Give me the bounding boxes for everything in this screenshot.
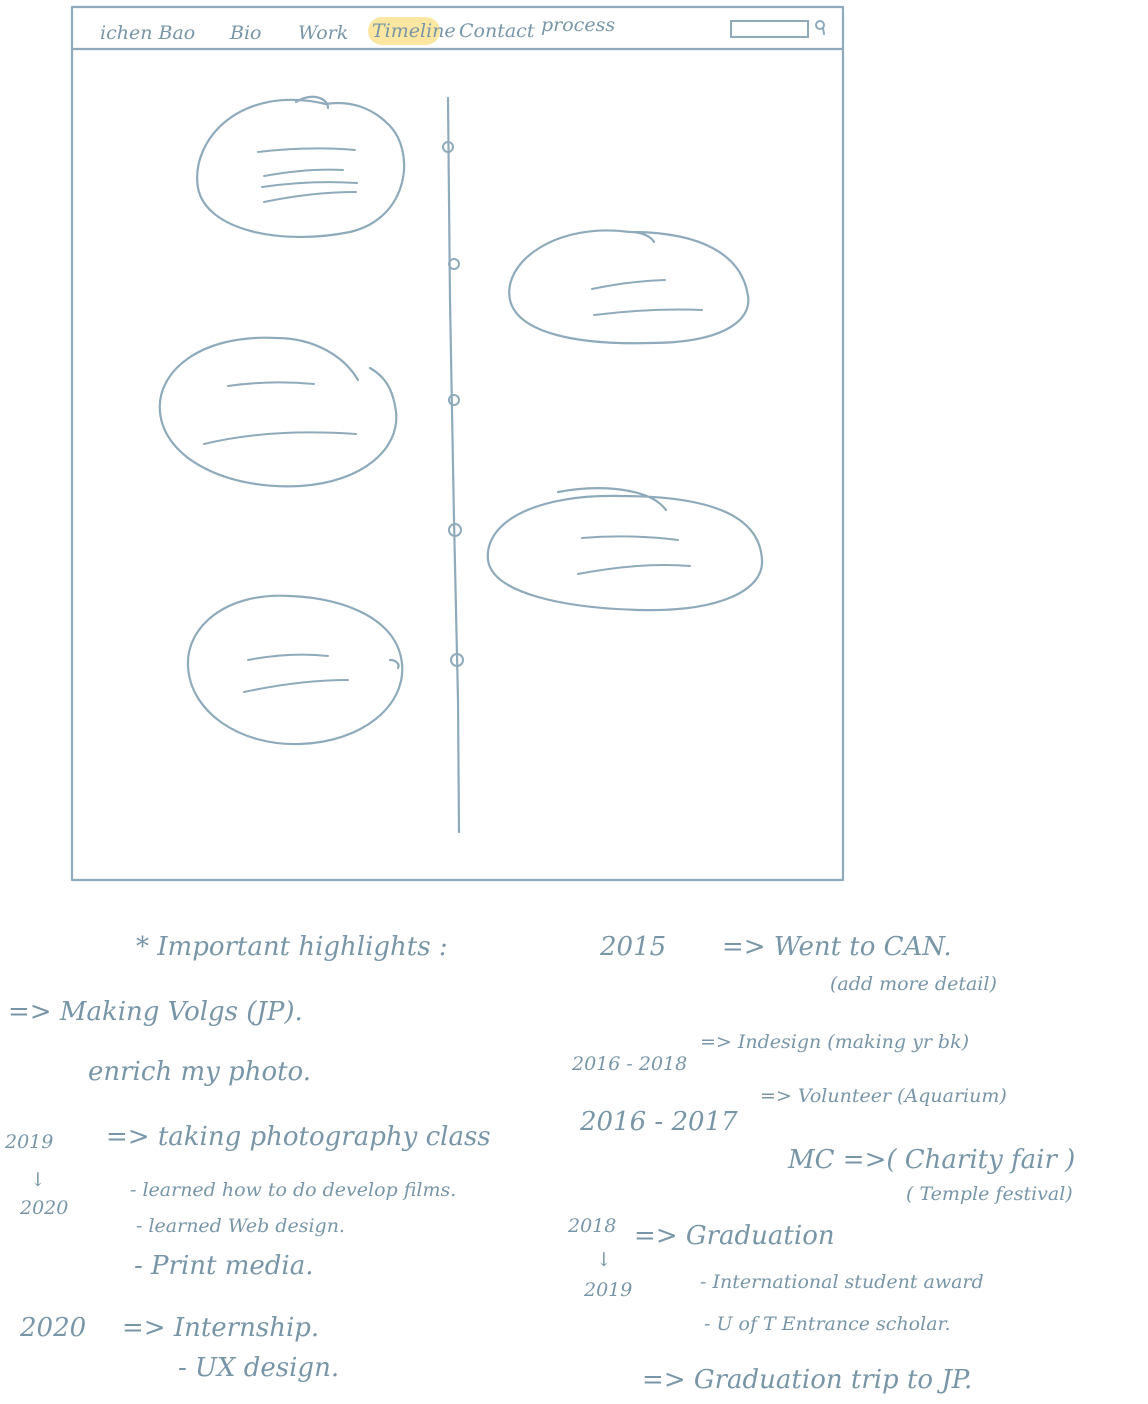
note-grad-text: => Graduation: [634, 1221, 835, 1251]
note-mc: MC =>( Charity fair ): [787, 1145, 1075, 1175]
note-photo-item-2: - learned Web design.: [136, 1215, 345, 1237]
timeline-markers: [442, 141, 464, 667]
note-internship-text: => Internship.: [122, 1313, 319, 1343]
timeline-axis: [446, 96, 461, 834]
search-input[interactable]: [730, 20, 809, 38]
note-photo-year-to: 2020: [19, 1197, 68, 1219]
nav-bar: ichen Bao Bio Work Timeline Contact proc…: [100, 14, 825, 45]
note-photo-item-3: - Print media.: [134, 1251, 314, 1281]
timeline-dot: [448, 523, 462, 537]
active-nav-highlight: [368, 17, 440, 45]
note-mc-sub: ( Temple festival): [906, 1183, 1073, 1205]
search-icon[interactable]: [815, 20, 825, 35]
note-volunteer-year: 2016 - 2017: [579, 1107, 738, 1137]
note-grad-item-1: - International student award: [700, 1271, 984, 1293]
note-photo-year-from: 2019: [4, 1131, 53, 1153]
browser-frame: [70, 5, 845, 882]
note-vlogs-sub: enrich my photo.: [88, 1057, 311, 1087]
note-internship-year: 2020: [19, 1313, 86, 1343]
note-grad-item-2: - U of T Entrance scholar.: [704, 1313, 951, 1335]
nav-item-process[interactable]: process: [541, 14, 615, 36]
highlights-notes: * Important highlights : 2015 => Went to…: [4, 932, 1075, 1395]
notes-heading: * Important highlights :: [136, 932, 448, 962]
nav-item-bio[interactable]: Bio: [229, 22, 261, 44]
timeline-bubble-3[interactable]: [158, 336, 398, 488]
note-volunteer-text: => Volunteer (Aquarium): [760, 1085, 1007, 1107]
nav-item-work[interactable]: Work: [298, 22, 348, 44]
note-2015-text: => Went to CAN.: [722, 932, 952, 962]
timeline-dot: [450, 653, 464, 667]
timeline-dot: [448, 394, 460, 406]
note-vlogs: => Making Volgs (JP).: [8, 997, 303, 1027]
note-indesign-text: => Indesign (making yr bk): [700, 1031, 969, 1053]
timeline-bubble-1[interactable]: [196, 95, 406, 239]
note-internship-item-1: - UX design.: [178, 1353, 339, 1383]
note-grad-year-from: 2018: [567, 1215, 616, 1237]
site-logo[interactable]: ichen Bao: [100, 22, 195, 44]
note-grad-year-to: 2019: [583, 1279, 632, 1301]
timeline-bubble-2[interactable]: [508, 229, 750, 345]
note-2015-year: 2015: [599, 932, 666, 962]
note-2015-sub: (add more detail): [830, 973, 997, 995]
note-photo-item-1: - learned how to do develop films.: [130, 1179, 456, 1201]
note-photo-text: => taking photography class: [106, 1122, 491, 1152]
timeline-bubble-5[interactable]: [186, 594, 404, 746]
note-indesign-year: 2016 - 2018: [571, 1053, 687, 1075]
note-photo-arrow: ↓: [30, 1169, 46, 1191]
timeline-bubble-4[interactable]: [486, 487, 764, 612]
note-grad-arrow: ↓: [596, 1249, 612, 1271]
nav-item-timeline[interactable]: Timeline: [372, 20, 456, 42]
note-trip: => Graduation trip to JP.: [642, 1365, 972, 1395]
timeline-dot: [442, 141, 454, 153]
timeline-dot: [448, 258, 460, 270]
nav-item-contact[interactable]: Contact: [459, 20, 535, 42]
